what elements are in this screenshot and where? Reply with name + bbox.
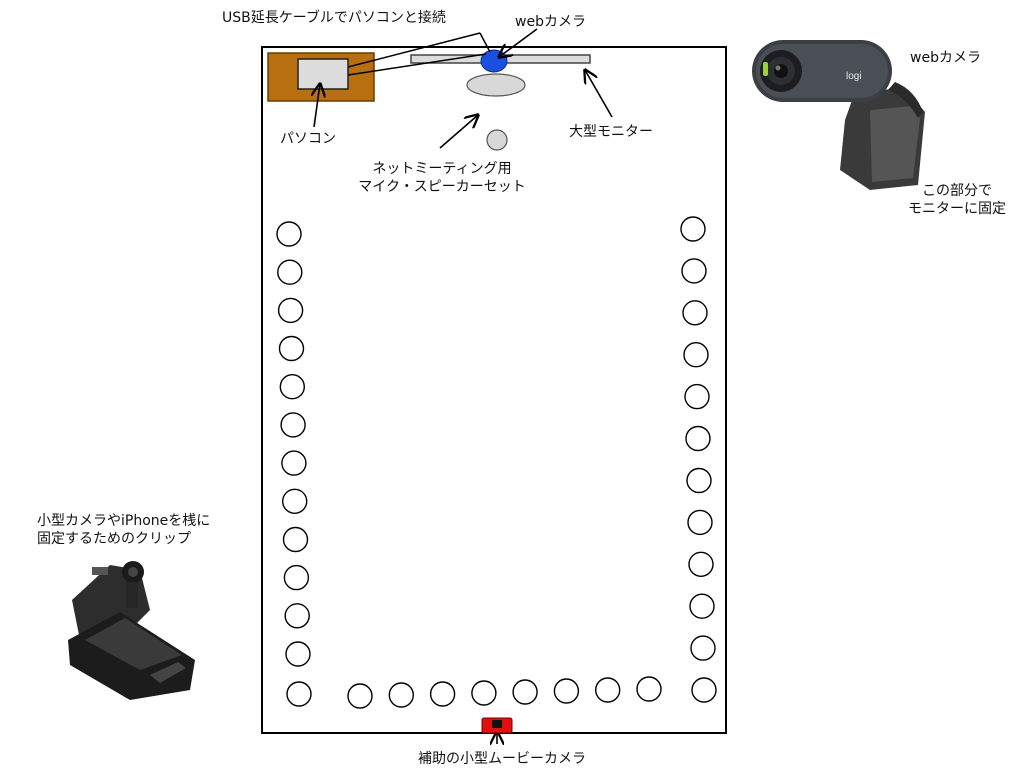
seat-right-8 (687, 509, 713, 536)
seat-left-2 (277, 259, 303, 285)
clip-label-line1: 小型カメラやiPhoneを桟に (37, 513, 211, 529)
mic-speaker-set (466, 73, 526, 97)
seat-bottom-corner (286, 681, 312, 707)
monitor-label: 大型モニター (569, 124, 653, 140)
clip-label-line2: 固定するためのクリップ (37, 531, 191, 547)
mount-label: この部分で モニターに固定 (896, 182, 1018, 218)
seat-bottom-4 (471, 680, 497, 706)
seat-left-12 (285, 641, 311, 667)
pc-box (297, 58, 349, 90)
seat-left-3 (277, 297, 304, 324)
seat-left-7 (281, 450, 307, 476)
mount-label-line1: この部分で (922, 183, 992, 199)
clip-label: 小型カメラやiPhoneを桟に 固定するためのクリップ (37, 512, 210, 548)
seat-left-9 (282, 526, 309, 553)
arrow-to-webcam (499, 28, 538, 57)
sub-camera-lens (492, 720, 502, 728)
seat-bottom-3 (429, 681, 456, 707)
seat-right-3 (682, 300, 708, 326)
seat-right-10 (689, 593, 715, 619)
room-outline (261, 46, 727, 734)
arrow-to-monitor (585, 70, 613, 118)
seats (276, 216, 717, 709)
seat-left-4 (278, 335, 305, 362)
seat-bottom-2 (388, 682, 414, 708)
web-camera-label: webカメラ (515, 14, 586, 30)
seat-bottom-6 (553, 678, 580, 704)
mic-speaker-unit (486, 129, 508, 151)
seat-right-7 (686, 467, 712, 494)
mic-speaker-label-line2: マイク・スピーカーセット (358, 179, 526, 195)
arrow-to-pc (314, 84, 320, 128)
seat-bottom-5 (512, 679, 538, 705)
seat-right-11 (690, 635, 716, 661)
seat-bottom-7 (595, 677, 621, 703)
webcam-icon: logi (752, 40, 925, 190)
seat-bottom-1 (347, 683, 373, 709)
seat-left-5 (279, 374, 305, 400)
seat-left-1 (276, 221, 302, 247)
seat-right-9 (688, 551, 714, 577)
seat-bottom-8 (636, 676, 662, 702)
seat-left-11 (284, 603, 310, 629)
web-camera-photo-label: webカメラ (910, 50, 981, 66)
clamp-clip-icon (68, 561, 195, 700)
seat-right-4 (683, 342, 709, 368)
seat-right-6 (685, 425, 711, 452)
arrow-to-mic (439, 115, 478, 149)
seat-right-5 (684, 383, 710, 410)
seat-right-2 (681, 258, 707, 284)
mic-speaker-label: ネットミーティング用 マイク・スピーカーセット (352, 160, 532, 196)
mic-speaker-label-line1: ネットミーティング用 (372, 161, 512, 177)
sub-camera-label: 補助の小型ムービーカメラ (418, 751, 586, 767)
usb-cable-lines (347, 32, 491, 76)
seat-right-1 (680, 216, 706, 242)
usb-cable-label: USB延長ケーブルでパソコンと接続 (222, 10, 446, 26)
pc-label: パソコン (280, 131, 336, 147)
mount-label-line2: モニターに固定 (908, 201, 1006, 217)
seat-left-8 (282, 488, 308, 514)
seat-left-6 (280, 412, 306, 438)
seat-left-10 (283, 564, 310, 591)
webcam-logo: logi (846, 71, 862, 82)
seat-right-12 (691, 677, 717, 703)
